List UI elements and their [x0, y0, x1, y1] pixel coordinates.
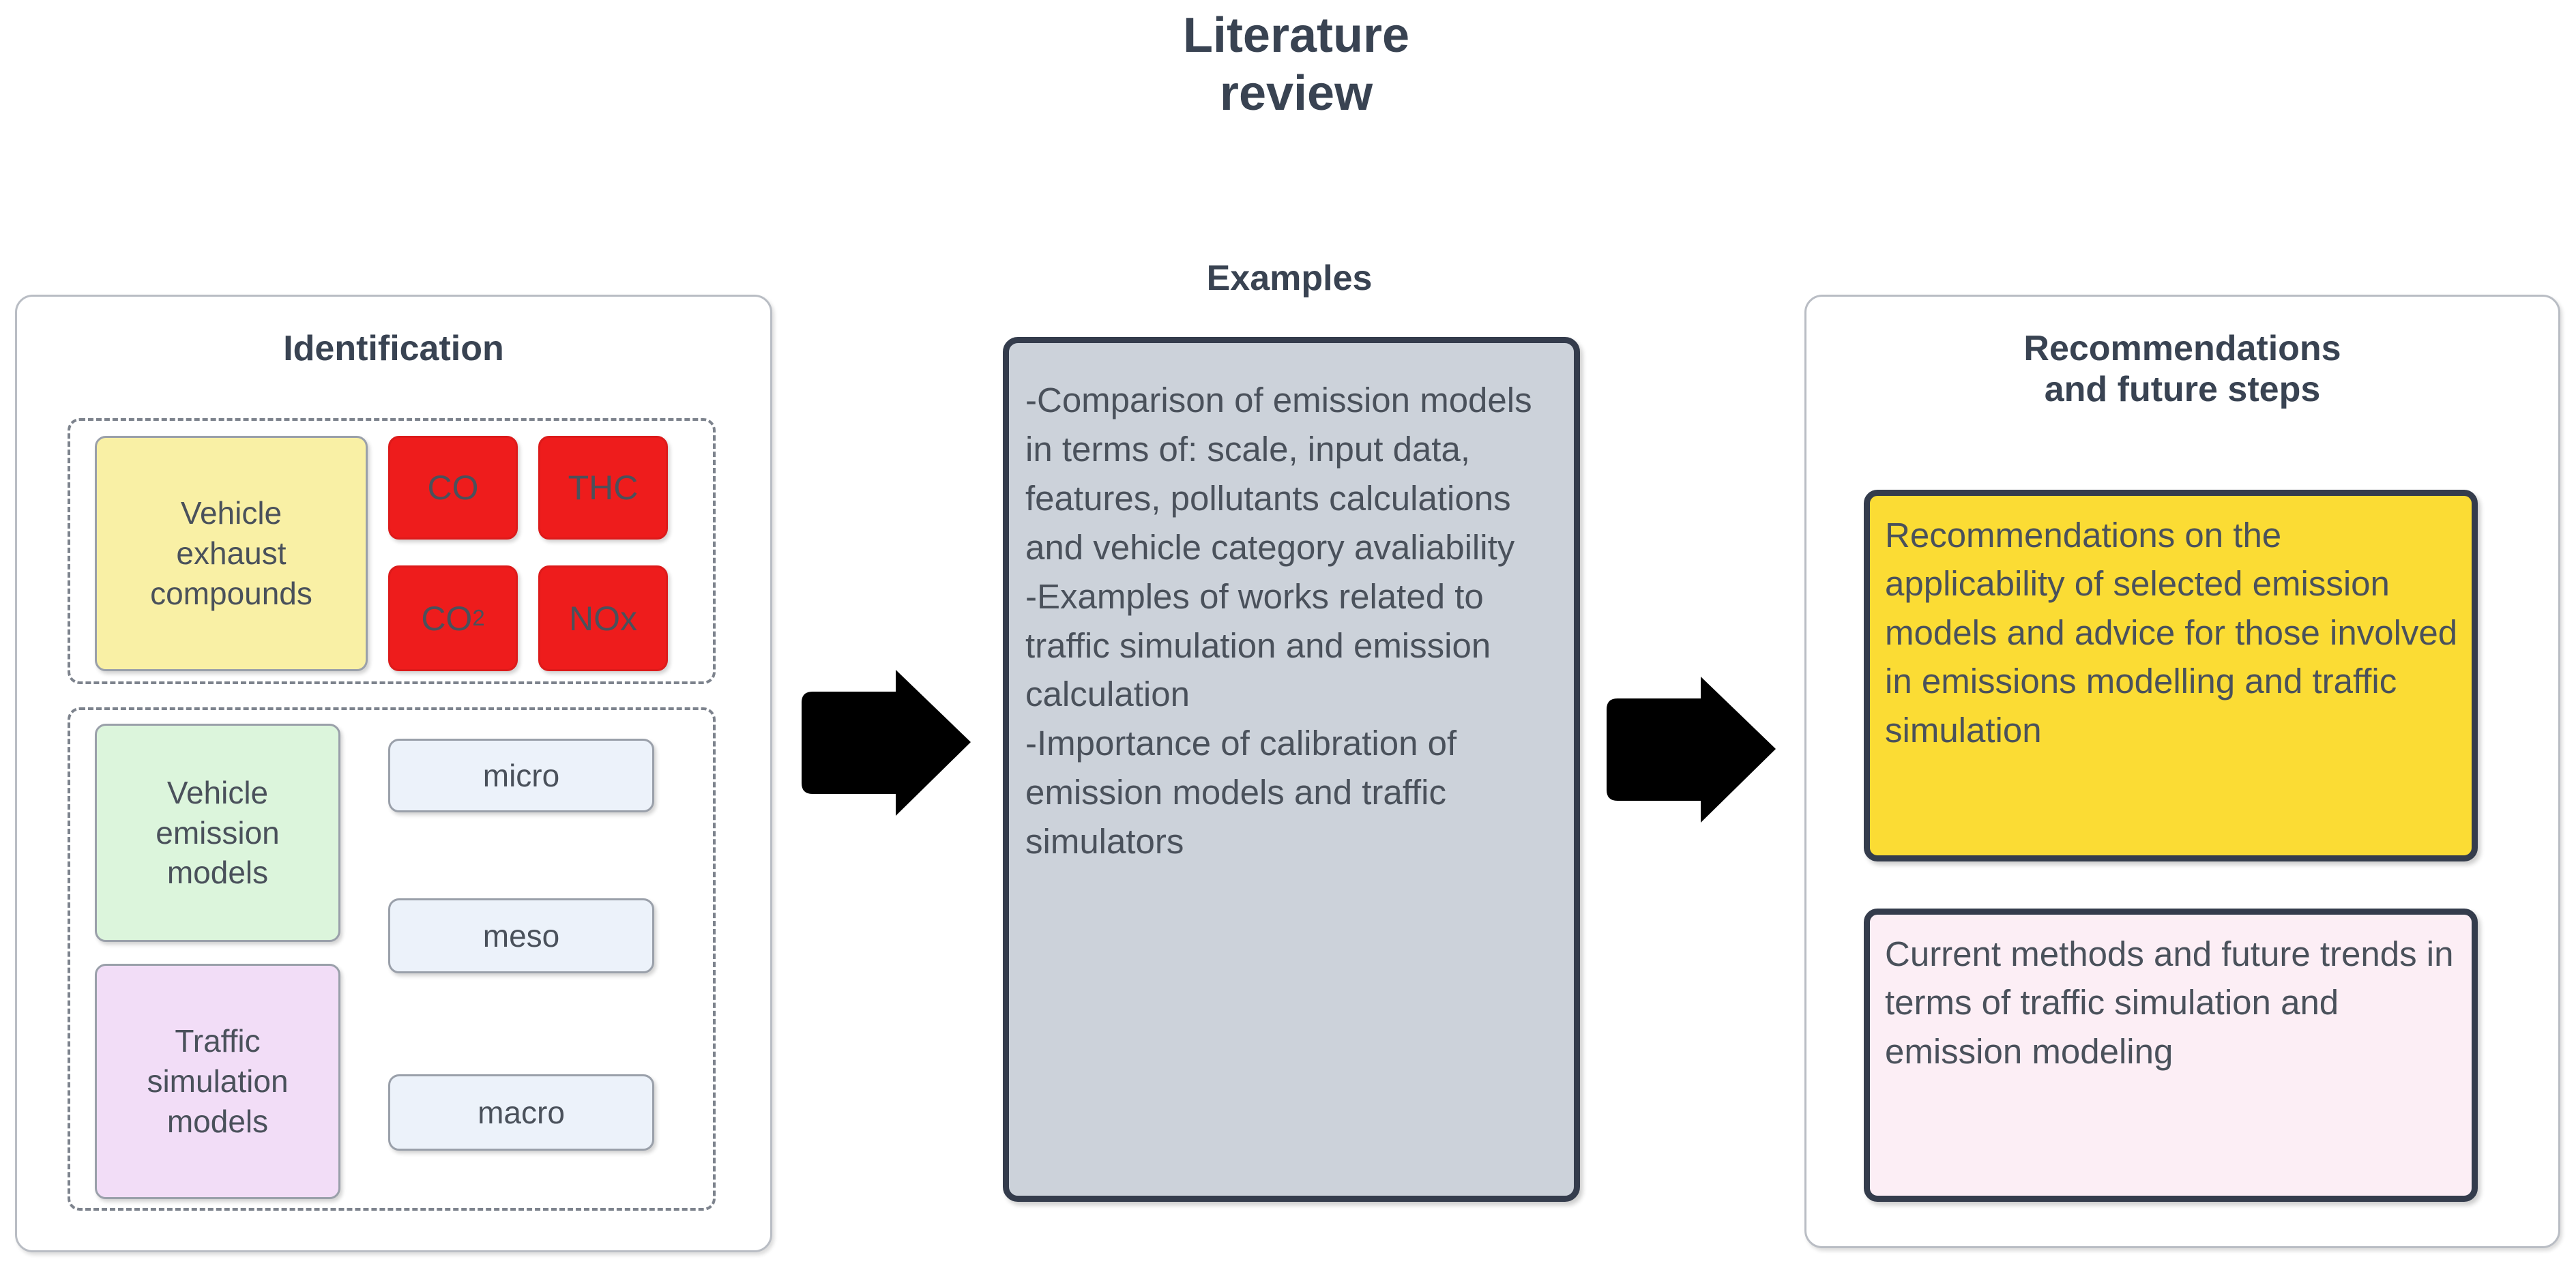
recommendations-heading: Recommendations and future steps	[2023, 329, 2341, 410]
vehicle-exhaust-compounds-box: Vehicle exhaust compounds	[95, 436, 368, 671]
vehicle-emission-models-box: Vehicle emission models	[95, 724, 340, 942]
pollutant-tile-nox: NOx	[538, 565, 668, 671]
pollutant-tile-co2-subscript: 2	[472, 605, 485, 631]
page-title: Literature review	[1182, 8, 1410, 121]
current-methods-future-trends-box: Current methods and future trends in ter…	[1864, 909, 2478, 1202]
pollutant-tile-co-label: CO	[427, 469, 479, 507]
pollutant-tile-thc-label: THC	[568, 469, 639, 507]
pollutant-tile-nox-label: NOx	[569, 599, 637, 638]
examples-heading: Examples	[1206, 259, 1373, 298]
recommendations-applicability-box: Recommendations on the applicability of …	[1864, 490, 2478, 861]
scale-box-meso: meso	[388, 898, 654, 973]
traffic-simulation-models-box: Traffic simulation models	[95, 964, 340, 1199]
right-arrow-icon-2	[1593, 674, 1779, 825]
scale-box-micro: micro	[388, 739, 654, 812]
right-arrow-icon-1	[788, 667, 974, 819]
models-group: Vehicle emission models Traffic simulati…	[68, 707, 716, 1211]
identification-heading: Identification	[283, 329, 504, 368]
pollutant-tile-co: CO	[388, 436, 518, 540]
scale-box-macro: macro	[388, 1074, 654, 1151]
pollutant-tile-thc: THC	[538, 436, 668, 540]
pollutant-tile-co2-label: CO	[421, 599, 473, 638]
examples-content-box: -Comparison of emission models in terms …	[1003, 337, 1580, 1202]
identification-panel: Identification Vehicle exhaust compounds…	[15, 295, 772, 1252]
